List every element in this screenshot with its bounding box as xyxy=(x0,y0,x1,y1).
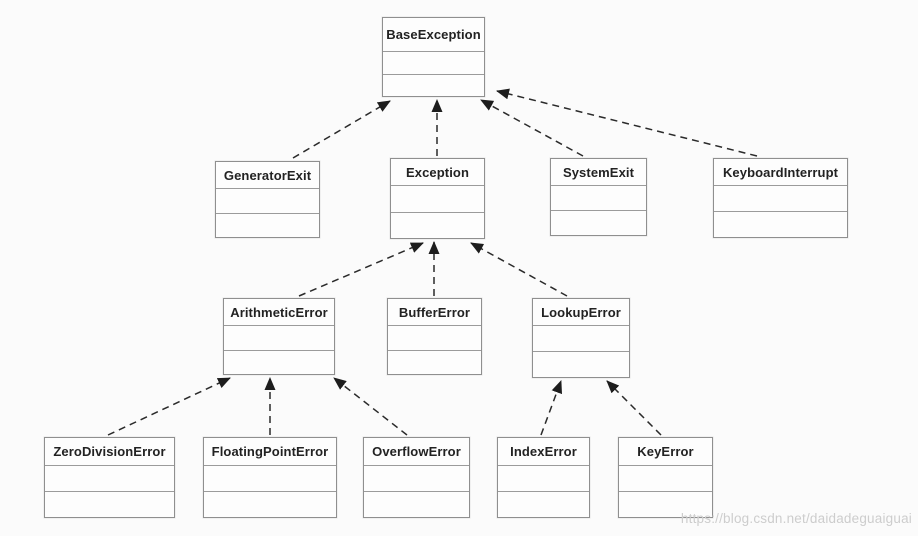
class-title: BaseException xyxy=(386,27,481,42)
class-compartment-empty xyxy=(714,185,847,211)
class-box-GeneratorExit: GeneratorExit xyxy=(215,161,320,238)
class-box-ZeroDivisionError: ZeroDivisionError xyxy=(44,437,175,518)
class-title: GeneratorExit xyxy=(223,167,312,183)
class-compartment-empty xyxy=(204,491,336,517)
class-compartment-empty xyxy=(619,465,712,491)
class-box-LookupError: LookupError xyxy=(532,298,630,378)
class-box-OverflowError: OverflowError xyxy=(363,437,470,518)
class-compartment-empty xyxy=(498,465,589,491)
class-title: SystemExit xyxy=(562,164,635,180)
class-box-FloatingPointError: FloatingPointError xyxy=(203,437,337,518)
class-compartment-empty xyxy=(383,51,484,74)
class-box-KeyboardInterrupt: KeyboardInterrupt xyxy=(713,158,848,238)
class-compartment-empty xyxy=(45,465,174,491)
class-title: BufferError xyxy=(398,304,471,320)
class-title: IndexError xyxy=(510,444,577,459)
class-compartment-empty xyxy=(45,491,174,517)
class-title: KeyboardInterrupt xyxy=(722,164,839,180)
class-compartment-empty xyxy=(204,465,336,491)
class-compartment-empty xyxy=(551,210,646,235)
class-compartment-empty xyxy=(388,325,481,350)
class-title: ZeroDivisionError xyxy=(53,444,166,459)
class-box-ArithmeticError: ArithmeticError xyxy=(223,298,335,375)
inheritance-arrow-KeyError-to-LookupError xyxy=(606,380,662,436)
class-title: LookupError xyxy=(541,304,621,320)
class-compartment-empty xyxy=(714,211,847,237)
inheritance-arrow-OverflowError-to-ArithmeticError xyxy=(333,377,408,436)
inheritance-arrow-KeyboardInterrupt-to-BaseException xyxy=(496,88,758,157)
class-compartment-empty xyxy=(551,185,646,210)
class-compartment-empty xyxy=(216,188,319,213)
class-compartment-empty xyxy=(224,349,334,375)
class-compartment-empty xyxy=(388,349,481,375)
class-box-IndexError: IndexError xyxy=(497,437,590,518)
inheritance-arrow-LookupError-to-Exception xyxy=(470,242,568,297)
class-compartment-empty xyxy=(498,491,589,517)
class-compartment-empty xyxy=(216,212,319,238)
inheritance-arrow-SystemExit-to-BaseException xyxy=(480,99,584,157)
class-compartment-empty xyxy=(533,351,629,377)
class-compartment-empty xyxy=(224,325,334,350)
class-title: OverflowError xyxy=(372,444,461,459)
class-compartment-empty xyxy=(391,211,484,239)
class-compartment-empty xyxy=(533,325,629,351)
inheritance-arrow-IndexError-to-LookupError xyxy=(540,380,562,436)
inheritance-arrow-ArithmeticError-to-Exception xyxy=(298,242,424,297)
class-title: Exception xyxy=(405,164,470,180)
watermark: https://blog.csdn.net/daidadeguaiguai xyxy=(680,511,912,526)
class-compartment-empty xyxy=(364,465,469,491)
class-title: FloatingPointError xyxy=(211,444,329,459)
class-compartment-empty xyxy=(383,73,484,97)
class-box-BufferError: BufferError xyxy=(387,298,482,375)
class-box-BaseException: BaseException xyxy=(382,17,485,97)
class-title: KeyError xyxy=(637,444,694,459)
class-box-KeyError: KeyError xyxy=(618,437,713,518)
inheritance-arrow-GeneratorExit-to-BaseException xyxy=(292,100,391,159)
class-compartment-empty xyxy=(619,491,712,517)
inheritance-arrow-ZeroDivisionError-to-ArithmeticError xyxy=(107,377,231,436)
class-box-SystemExit: SystemExit xyxy=(550,158,647,236)
class-compartment-empty xyxy=(364,491,469,517)
class-box-Exception: Exception xyxy=(390,158,485,239)
class-compartment-empty xyxy=(391,185,484,212)
class-title: ArithmeticError xyxy=(230,304,328,320)
